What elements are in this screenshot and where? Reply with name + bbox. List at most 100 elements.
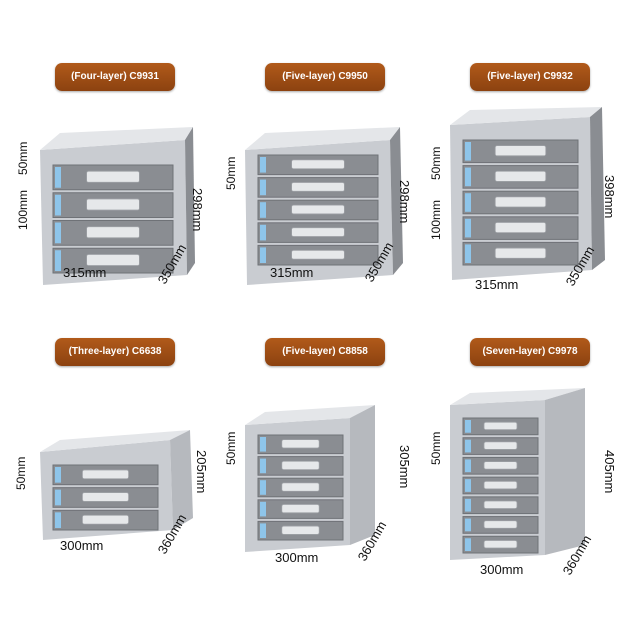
label-slot: [260, 458, 266, 474]
label-slot: [260, 523, 266, 538]
product-c9932: (Five-layer) C9932 50mm 100mm 315mm 398m…: [429, 55, 630, 355]
drawer-handle: [483, 421, 518, 431]
depth-dimension: 360mm: [355, 518, 390, 563]
drawer-handle: [82, 514, 130, 525]
width-dimension: 300mm: [60, 538, 103, 553]
drawer-handle: [86, 170, 140, 183]
drawer-handle: [483, 500, 518, 509]
cabinet-c9931-illustration: [40, 127, 195, 285]
drawer-handle: [494, 247, 547, 259]
width-dimension: 315mm: [475, 277, 518, 292]
depth-dimension: 350mm: [155, 241, 190, 286]
depth-dimension: 350mm: [362, 239, 397, 284]
product-c9950: (Five-layer) C9950 50mm 315mm 298mm 350m…: [224, 55, 425, 355]
drawer-handle: [86, 198, 140, 211]
label-slot: [260, 179, 266, 196]
width-dimension: 300mm: [275, 550, 318, 565]
label-slot: [465, 218, 471, 238]
height-dimension: 298mm: [397, 180, 412, 223]
drawer-handle: [281, 525, 320, 535]
model-label: (Seven-layer) C9978: [470, 338, 590, 366]
label-slot: [260, 437, 266, 452]
label-slot: [465, 420, 471, 433]
drawer-handle: [483, 520, 518, 529]
dimensions: 50mm 100mm 315mm 298mm 350mm: [16, 142, 205, 287]
cabinet-c8858-illustration: [245, 405, 375, 552]
label-slot: [55, 167, 61, 188]
drawer-handle: [281, 482, 320, 492]
label-slot: [465, 167, 471, 187]
drawer-handle: [291, 227, 345, 237]
drawer-handle: [281, 460, 320, 471]
product-c9931: (Four-layer) C9931 50mm 100mm 315mm 298m…: [15, 55, 215, 355]
drawer-handle: [494, 222, 547, 234]
product-c8858: (Five-layer) C8858 50mm 300mm 305mm 360m…: [224, 330, 425, 630]
drawer-height-large: 100mm: [16, 190, 30, 230]
label-slot: [465, 244, 471, 263]
height-dimension: 405mm: [602, 450, 617, 493]
dimensions: 50mm 300mm 305mm 360mm: [224, 432, 412, 565]
cabinet-c6638-illustration: [40, 430, 193, 540]
dimensions: 50mm 315mm 298mm 350mm: [224, 157, 412, 285]
label-slot: [260, 501, 266, 517]
depth-dimension: 350mm: [563, 243, 598, 288]
drawer-handle: [291, 204, 345, 215]
drawer-handle: [82, 469, 130, 480]
drawer-handle: [494, 196, 547, 208]
label-slot: [260, 247, 266, 263]
drawer-handle: [281, 439, 320, 449]
label-slot: [55, 467, 61, 483]
drawer-height-small: 50mm: [429, 147, 443, 180]
label-slot: [260, 157, 266, 173]
label-slot: [465, 459, 471, 473]
cabinet-c9950-illustration: [245, 127, 403, 285]
drawer-handle: [291, 182, 345, 192]
drawer-height-large: 100mm: [429, 200, 443, 240]
label-slot: [55, 512, 61, 528]
drawer-handle: [483, 480, 518, 490]
label-slot: [465, 439, 471, 453]
label-slot: [55, 194, 61, 216]
height-dimension: 298mm: [190, 188, 205, 231]
label-slot: [260, 224, 266, 241]
label-slot: [465, 538, 471, 551]
cabinet-c9932-illustration: [450, 107, 605, 280]
label-slot: [55, 222, 61, 244]
drawer-handle: [291, 249, 345, 260]
model-label: (Three-layer) C6638: [55, 338, 175, 366]
label-slot: [465, 498, 471, 512]
height-dimension: 205mm: [194, 450, 209, 493]
label-slot: [465, 142, 471, 161]
cabinet-c9978-illustration: [450, 388, 585, 560]
drawer-height-small: 50mm: [224, 157, 238, 190]
drawer-height-small: 50mm: [16, 142, 30, 175]
depth-dimension: 360mm: [155, 511, 190, 556]
drawer-handle: [483, 441, 518, 450]
label-slot: [260, 202, 266, 218]
label-slot: [55, 250, 61, 271]
dimensions: 50mm 300mm 205mm 360mm: [14, 450, 209, 557]
drawer-handle: [494, 170, 547, 182]
dimensions: 50mm 300mm 405mm 360mm: [429, 432, 617, 578]
drawer-handle: [86, 254, 140, 266]
depth-dimension: 360mm: [560, 532, 595, 577]
height-dimension: 398mm: [602, 175, 617, 218]
dimensions: 50mm 100mm 315mm 398mm 350mm: [429, 147, 617, 292]
width-dimension: 315mm: [63, 265, 106, 280]
drawer-handle: [291, 159, 345, 170]
product-c9978: (Seven-layer) C9978 50mm 300mm 405mm 360…: [429, 330, 630, 630]
model-label: (Five-layer) C9950: [265, 63, 385, 91]
drawer-height-small: 50mm: [14, 457, 28, 490]
drawer-height-small: 50mm: [429, 432, 443, 465]
width-dimension: 315mm: [270, 265, 313, 280]
drawer-handle: [483, 461, 518, 470]
label-slot: [260, 480, 266, 495]
label-slot: [465, 193, 471, 212]
width-dimension: 300mm: [480, 562, 523, 577]
drawer-handle: [281, 504, 320, 514]
drawer-height-small: 50mm: [224, 432, 238, 465]
model-label: (Four-layer) C9931: [55, 63, 175, 91]
drawer-handle: [86, 226, 140, 239]
model-label: (Five-layer) C8858: [265, 338, 385, 366]
